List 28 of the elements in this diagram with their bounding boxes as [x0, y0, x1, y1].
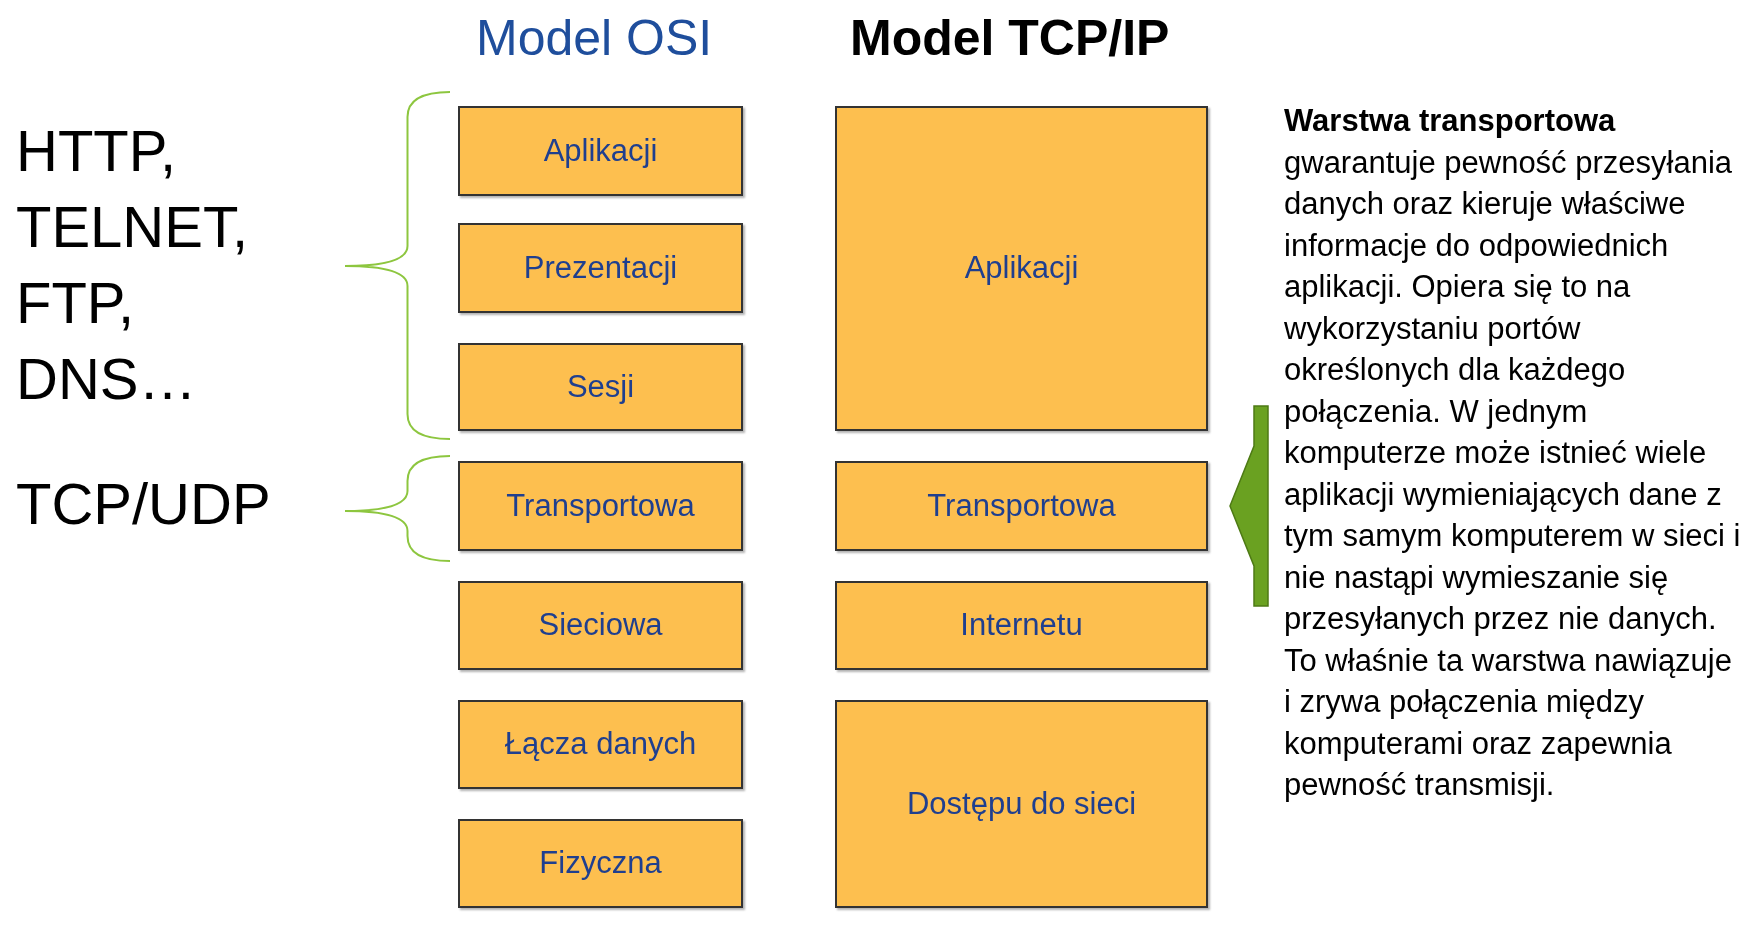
layer-box [835, 106, 1208, 431]
layer-box [458, 700, 743, 789]
layer-label: Sieciowa [538, 606, 663, 645]
layer-box [835, 461, 1208, 551]
text-heading: Warstwa transportowa [1284, 102, 1617, 140]
layer-box [458, 106, 743, 196]
layer-label: Dostępu do sieci [906, 784, 1137, 823]
layer-label: Transportowa [927, 486, 1116, 525]
layer-box [835, 581, 1208, 670]
layer-label: Transportowa [506, 486, 695, 525]
layer-box [458, 461, 743, 551]
layer-label: Aplikacji [543, 131, 658, 170]
layer-box [458, 581, 743, 670]
layer-label: Prezentacji [523, 248, 678, 287]
protocol-list: TCP/UDP [16, 466, 316, 542]
layer-label: Internetu [960, 606, 1083, 645]
heading: Model OSI [476, 9, 714, 68]
description-text: gwarantuje pewność przesyłania danych oraz kieruje właściwe informacje do odpowiednich aplikacji. Opiera się to na wykorzystaniu portów określonych dla każdego połączenia. W jednym komputerze może istnieć wiele aplikacji wymieniających dane z tym samym komputerem w sieci i nie nastąpi wymieszanie się przesyłanych przez nie danych. To właśnie ta warstwa nawiązuje i zrywa połączenia między komputerami oraz zapewnia pewność transmisji. [1284, 143, 1742, 804]
layer-box [458, 343, 743, 431]
layer-label: Aplikacji [964, 249, 1079, 288]
layer-label: Łącza danych [504, 725, 697, 764]
layer-box [835, 700, 1208, 908]
heading: Model TCP/IP [850, 9, 1171, 68]
layer-label: Sesji [566, 367, 635, 406]
layer-box [458, 819, 743, 908]
layer-label: Fizyczna [539, 844, 662, 883]
layer-box [458, 223, 743, 313]
protocol-list: HTTP, TELNET, FTP, DNS… [16, 113, 316, 417]
